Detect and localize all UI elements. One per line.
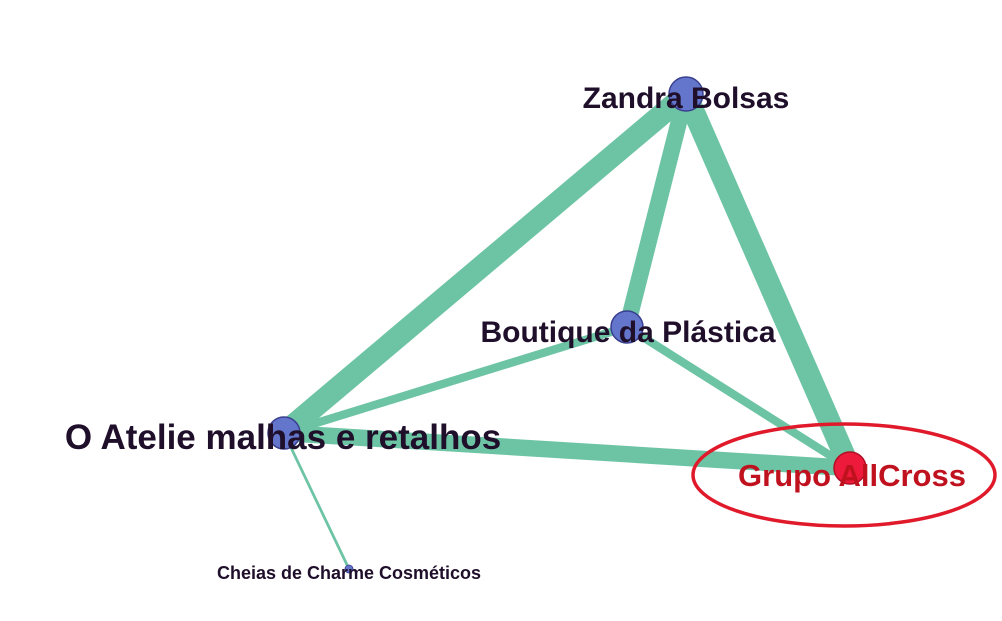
edge-atelie-cheias (282, 432, 351, 570)
annotation-layer (691, 422, 997, 528)
edge-boutique-allcross (624, 323, 853, 472)
nodes-layer (267, 76, 867, 574)
node-zandra[interactable] (668, 76, 704, 112)
node-cheias[interactable] (344, 564, 354, 574)
node-label-zandra: Zandra Bolsas (583, 82, 790, 115)
edge-zandra-atelie (276, 85, 694, 442)
edges-layer (276, 85, 861, 570)
edge-zandra-allcross (675, 89, 861, 473)
node-label-boutique: Boutique da Plástica (480, 316, 775, 349)
annotation-circle (691, 422, 997, 528)
edge-zandra-boutique (619, 91, 694, 330)
node-boutique[interactable] (610, 310, 644, 344)
node-atelie[interactable] (267, 416, 301, 450)
node-label-cheias: Cheias de Charme Cosméticos (217, 563, 481, 583)
node-label-allcross: Grupo AllCross (738, 458, 966, 493)
node-label-atelie: O Atelie malhas e retalhos (65, 418, 501, 457)
node-allcross[interactable] (833, 451, 867, 485)
edge-atelie-allcross (283, 424, 851, 477)
edge-boutique-atelie (282, 323, 629, 437)
